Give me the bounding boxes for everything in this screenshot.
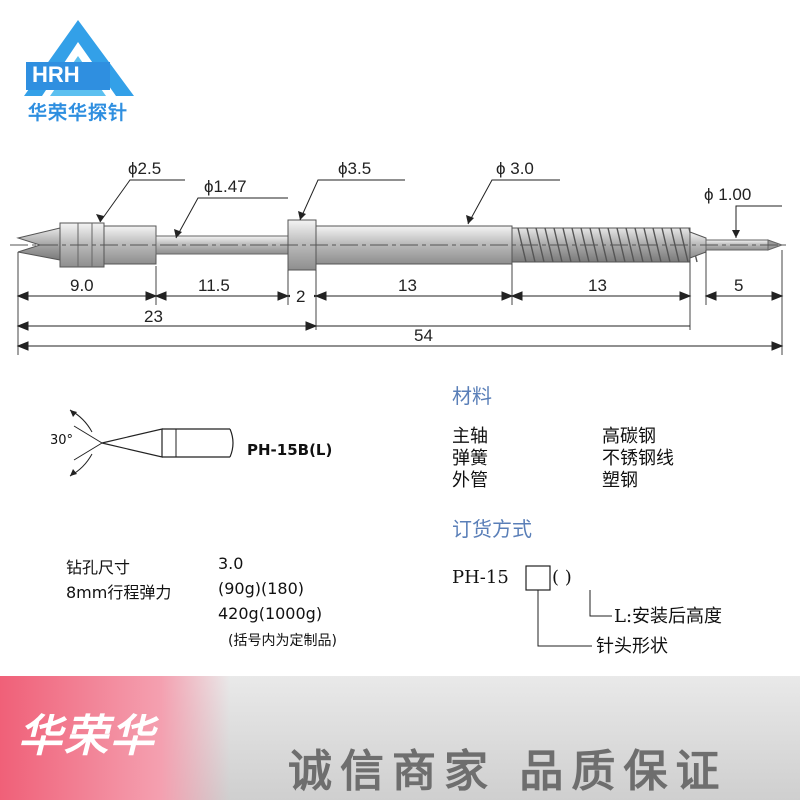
- footer-brand: 华荣华: [18, 711, 156, 762]
- hole-label: 钻孔尺寸: [66, 558, 131, 577]
- material-part-0: 主轴: [452, 426, 488, 447]
- callout-d147: ϕ1.47: [204, 177, 247, 196]
- order-box: [525, 565, 551, 591]
- order-note-l: L:安装后高度: [614, 606, 723, 627]
- material-value-2: 塑钢: [602, 470, 638, 491]
- ordering-heading: 订货方式: [452, 517, 532, 541]
- logo-band: [26, 62, 110, 90]
- dimension-row-2: [16, 321, 690, 331]
- force-label: 8mm行程弹力: [66, 583, 172, 602]
- dimension-row-3: [16, 341, 784, 351]
- material-value-0: 高碳钢: [602, 426, 656, 447]
- dim-c: 2: [296, 287, 305, 306]
- callout-d35: ϕ3.5: [338, 159, 371, 178]
- dim-e: 13: [588, 276, 607, 295]
- material-value-1: 不锈钢线: [602, 448, 674, 469]
- callout-d25: ϕ2.5: [128, 159, 161, 178]
- leader-d25: [99, 179, 185, 223]
- callout-d30: ϕ 3.0: [496, 159, 534, 178]
- spring-coil: [625, 227, 635, 263]
- dim-f: 5: [734, 276, 743, 295]
- tip-angle: 30°: [50, 433, 74, 448]
- crown-tip: [16, 227, 61, 261]
- material-part-2: 外管: [452, 470, 488, 491]
- custom-note: (括号内为定制品): [228, 633, 337, 649]
- dim-d: 13: [398, 276, 417, 295]
- order-diagram: [525, 565, 612, 647]
- leader-d35: [299, 179, 405, 221]
- probe-drawing: ϕ2.5 ϕ1.47 ϕ3.5 ϕ 3.0 ϕ 1.00: [10, 159, 790, 355]
- hole-value: 3.0: [218, 554, 244, 573]
- tip-cone: [101, 428, 163, 458]
- logo-abbr: HRH: [32, 62, 80, 87]
- leader-d147: [175, 197, 288, 239]
- tip-detail: [69, 409, 234, 477]
- dim-h: 54: [414, 326, 433, 345]
- order-prefix: PH-15: [452, 567, 509, 588]
- leader-d30: [467, 179, 560, 225]
- callout-d100: ϕ 1.00: [704, 185, 751, 204]
- spring-coil: [634, 227, 644, 263]
- dim-a: 9.0: [70, 276, 94, 295]
- logo-mark: [24, 20, 134, 96]
- footer-slogan: 诚信商家 品质保证: [288, 746, 728, 797]
- footer-brand-band: [0, 676, 230, 800]
- force-value-1: (90g)(180): [218, 579, 305, 598]
- dim-g: 23: [144, 307, 163, 326]
- tip-body: [162, 428, 234, 458]
- force-value-2: 420g(1000g): [218, 604, 323, 623]
- logo-name: 华荣华探针: [28, 102, 129, 124]
- order-note-tip: 针头形状: [596, 636, 668, 657]
- material-part-1: 弹簧: [452, 448, 488, 469]
- tip-model: PH-15B(L): [247, 441, 333, 459]
- order-paren: ( ): [552, 567, 572, 588]
- dim-b: 11.5: [198, 276, 230, 295]
- materials-heading: 材料: [452, 384, 492, 408]
- spring-coil: [544, 227, 554, 263]
- spring-coil: [535, 227, 545, 263]
- leader-d100: [735, 205, 782, 238]
